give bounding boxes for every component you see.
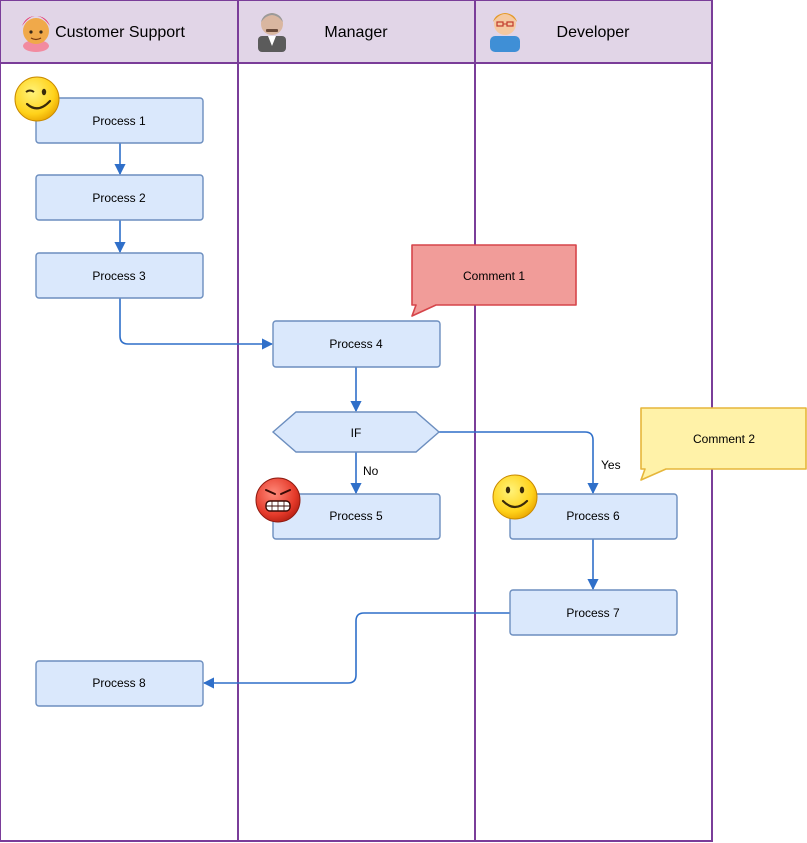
angry-face-icon [255, 477, 301, 523]
process-label: Process 6 [566, 509, 620, 523]
process-5[interactable]: Process 5 [272, 493, 441, 540]
smiling-face-icon [492, 474, 538, 520]
process-label: Process 5 [329, 509, 383, 523]
comment-label: Comment 2 [693, 432, 755, 446]
manager-avatar-icon [258, 13, 286, 52]
process-label: Process 7 [566, 606, 620, 620]
process-2[interactable]: Process 2 [35, 174, 204, 221]
process-label: Process 2 [92, 191, 146, 205]
edge-label-yes: Yes [601, 458, 621, 472]
comment-label: Comment 1 [463, 269, 525, 283]
process-label: Process 4 [329, 337, 383, 351]
developer-avatar-icon [490, 13, 520, 52]
winking-face-icon [14, 76, 60, 122]
edge-if-p6 [438, 431, 599, 495]
lane-title-customer-support: Customer Support [55, 24, 185, 41]
comment-2-callout[interactable]: Comment 2 [640, 407, 807, 481]
customer-support-avatar-icon [22, 16, 50, 52]
process-3[interactable]: Process 3 [35, 252, 204, 299]
edge-label-no: No [363, 464, 379, 478]
process-7[interactable]: Process 7 [509, 589, 678, 636]
decision-if[interactable]: IF [271, 411, 441, 453]
lane-title-developer: Developer [557, 24, 631, 41]
lane-title-manager: Manager [324, 24, 388, 41]
edge-p7-p8 [202, 612, 510, 689]
edge-p3-p4 [119, 298, 274, 350]
process-label: Process 8 [92, 676, 146, 690]
decision-label: IF [351, 426, 362, 440]
comment-1-callout[interactable]: Comment 1 [411, 244, 577, 317]
process-label: Process 1 [92, 114, 146, 128]
edges [114, 143, 599, 689]
process-4[interactable]: Process 4 [272, 320, 441, 368]
process-label: Process 3 [92, 269, 146, 283]
process-6[interactable]: Process 6 [509, 493, 678, 540]
process-8[interactable]: Process 8 [35, 660, 204, 707]
process-1[interactable]: Process 1 [35, 97, 204, 144]
